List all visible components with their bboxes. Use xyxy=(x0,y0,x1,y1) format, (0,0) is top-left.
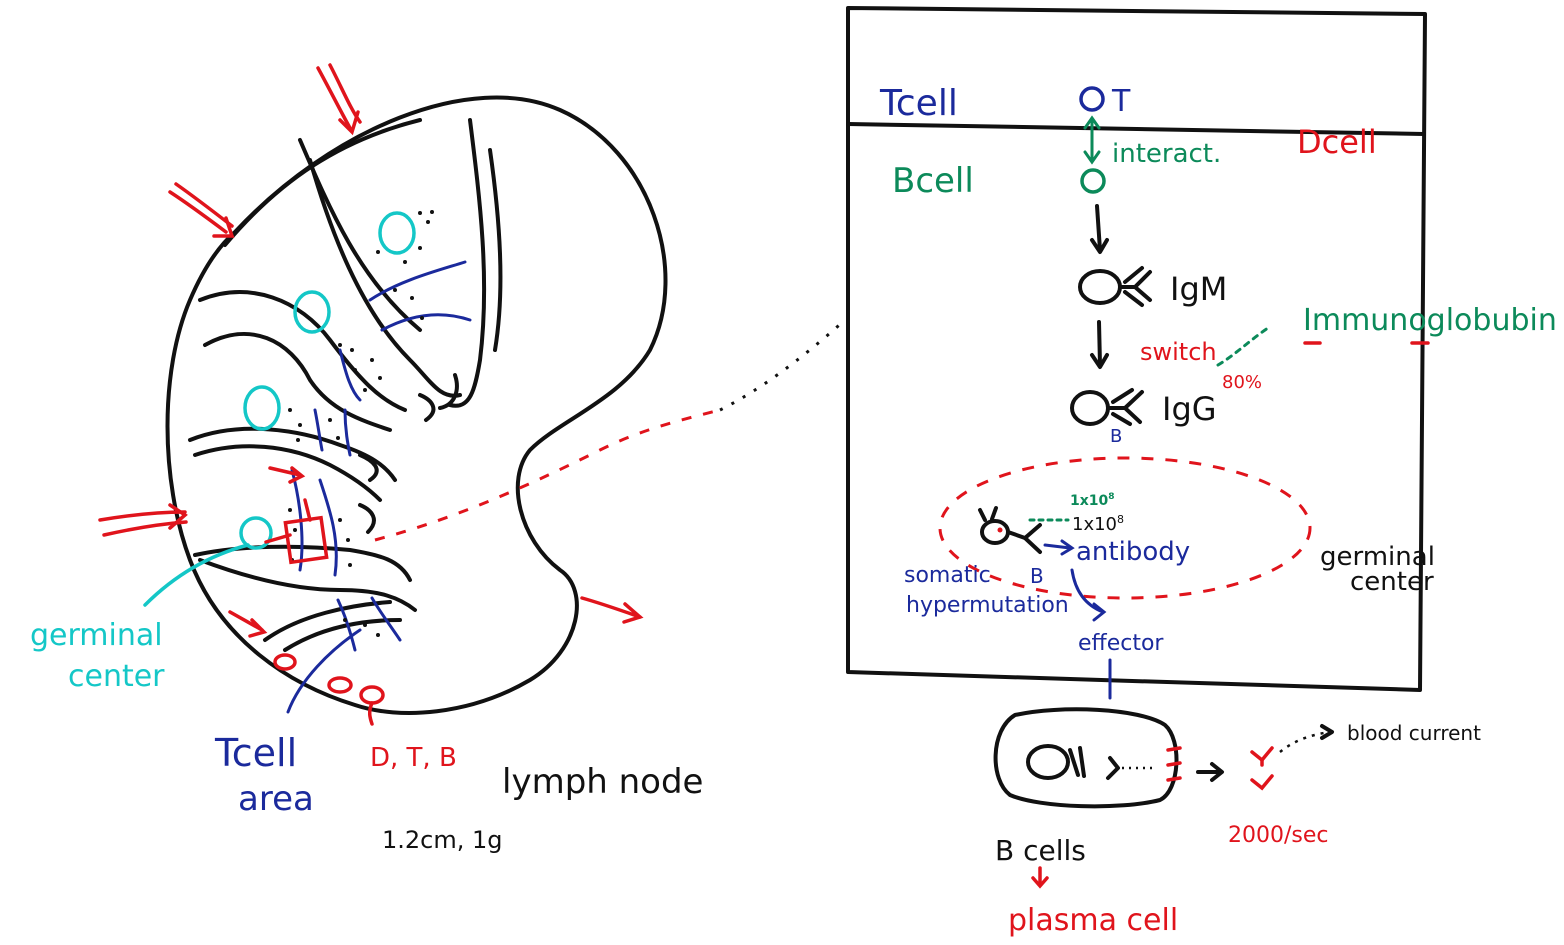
tcell-circle xyxy=(1079,86,1105,112)
rate-label: 2000/sec xyxy=(1228,823,1329,848)
panel-frame xyxy=(846,6,1427,692)
plasma-cell-label: plasma cell xyxy=(1008,903,1178,938)
plasma-cell-glyph xyxy=(993,707,1334,809)
germinal-center-right-line2: center xyxy=(1350,567,1434,597)
effector-label: effector xyxy=(1078,631,1164,656)
percent-label: 80% xyxy=(1222,372,1262,393)
igg-bcell-glyph xyxy=(1070,388,1144,426)
lymph-node-sketch xyxy=(98,63,846,726)
igg-label: IgG xyxy=(1162,390,1217,428)
igm-bcell-glyph xyxy=(1078,266,1152,307)
somatic-label: somatic xyxy=(904,563,991,588)
switch-label: switch xyxy=(1140,338,1217,366)
lymph-node-outline xyxy=(165,95,668,715)
tcell-label: Tcell xyxy=(879,83,958,124)
dtb-label: D, T, B xyxy=(370,743,457,773)
bcell-circle xyxy=(1080,168,1106,194)
panel-divider xyxy=(846,122,1426,136)
mutating-bcell-glyph xyxy=(978,506,1042,554)
count-handwritten-label: 1x108 xyxy=(1072,513,1124,535)
b-small-label: B xyxy=(1030,564,1044,588)
igm-label: IgM xyxy=(1170,270,1227,308)
immunoglobulin-label: Immunoglobubin xyxy=(1303,303,1557,338)
count-printed-label: 1x108 xyxy=(1070,492,1115,509)
blood-current-label: blood current xyxy=(1347,721,1481,745)
germinal-center-label-line1: germinal xyxy=(30,618,163,653)
germinal-center-right-line1: germinal xyxy=(1320,542,1435,572)
germinal-center-oval xyxy=(938,456,1312,600)
interact-label: interact. xyxy=(1112,139,1221,169)
bcell-label: Bcell xyxy=(892,161,974,201)
hypermutation-label: hypermutation xyxy=(906,593,1069,618)
dcell-label: Dcell xyxy=(1297,123,1377,161)
germinal-center-blob-3 xyxy=(243,385,281,431)
bcells-label: B cells xyxy=(995,834,1086,867)
immune-response-panel xyxy=(846,6,1427,692)
germinal-center-blob-1 xyxy=(378,211,416,255)
germinal-center-blob-4 xyxy=(239,516,273,550)
b-under-igg-label: B xyxy=(1110,426,1122,447)
germinal-center-label-line2: center xyxy=(68,659,165,694)
antibody-label: antibody xyxy=(1076,537,1190,567)
tcell-area-label-line2: area xyxy=(238,779,314,819)
tcell-area-label-line1: Tcell xyxy=(214,731,297,775)
t-circle-label: T xyxy=(1111,84,1131,119)
lymph-node-label: lymph node xyxy=(502,762,703,802)
germinal-center-blob-2 xyxy=(293,290,331,334)
size-label: 1.2cm, 1g xyxy=(382,826,503,854)
